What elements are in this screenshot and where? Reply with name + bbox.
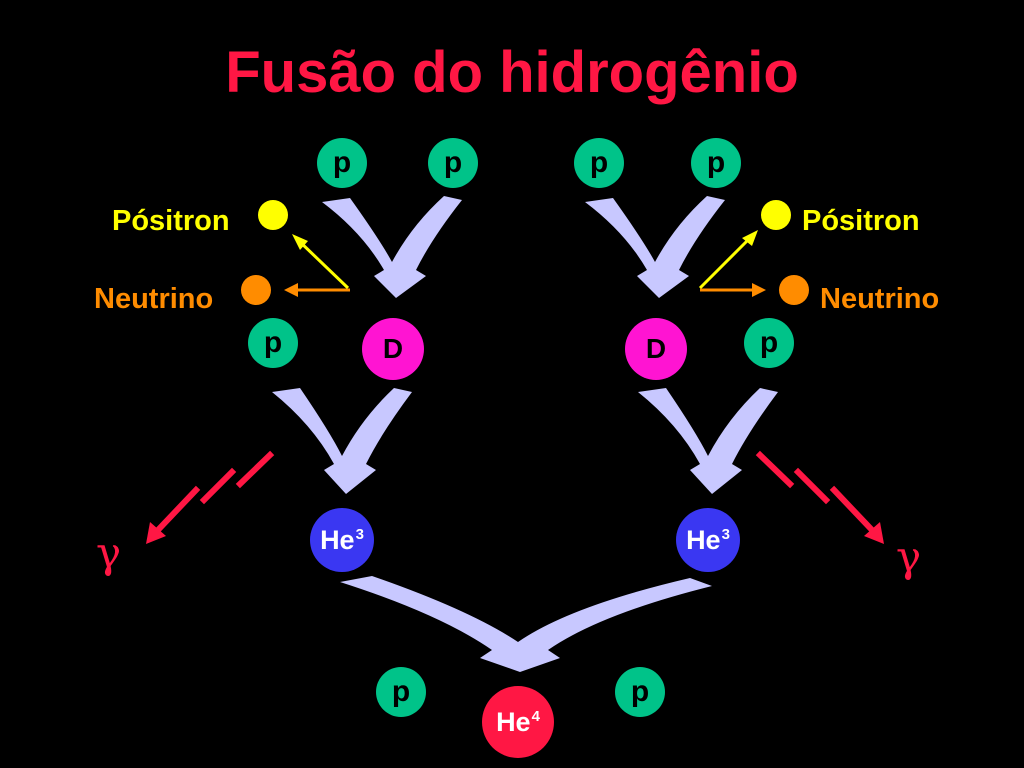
- emission-arrows: [284, 230, 766, 297]
- positron-emission-arrow-right: [698, 234, 754, 290]
- gamma-ray-left-seg1: [235, 450, 275, 489]
- positron-emission-arrow-left: [296, 238, 350, 290]
- gamma-ray-arrows: [146, 450, 884, 544]
- gamma-symbol-right: γ: [896, 532, 922, 581]
- gamma-ray-left-seg3: [153, 485, 201, 535]
- proton-mid-left: p: [248, 318, 298, 368]
- deuterium-left: D: [362, 318, 424, 380]
- neutrino-label-right: Neutrino: [820, 283, 940, 315]
- helium3-symbol: He: [686, 524, 721, 555]
- neutrino-label-left: Neutrino: [94, 283, 214, 315]
- proton-bottom-right: p: [615, 667, 665, 717]
- helium3-symbol: He: [320, 524, 355, 555]
- merge-arrow-bottom: [340, 576, 712, 672]
- page-title: Fusão do hidrogênio: [225, 40, 799, 105]
- helium4-mass-number: 4: [531, 707, 540, 725]
- gamma-ray-right-seg1: [755, 450, 795, 489]
- deuterium-right: D: [625, 318, 687, 380]
- neutrino-dot-left: [241, 275, 271, 305]
- gamma-ray-left-head: [146, 522, 166, 544]
- merge-arrow-top-right: [585, 196, 725, 298]
- positron-dot-right: [761, 200, 791, 230]
- gamma-ray-right-seg3: [829, 485, 877, 535]
- positron-label-left: Pósitron: [112, 205, 230, 237]
- positron-dot-left: [258, 200, 288, 230]
- gamma-ray-right-seg2: [793, 467, 831, 505]
- gamma-ray-right-head: [864, 522, 884, 544]
- proton-top-3: p: [574, 138, 624, 188]
- arrow-shapes: [272, 196, 778, 672]
- neutrino-dot-right: [779, 275, 809, 305]
- gamma-ray-left-seg2: [199, 467, 237, 505]
- helium3-mass-number: 3: [721, 525, 730, 543]
- proton-top-4: p: [691, 138, 741, 188]
- helium4-symbol: He: [496, 706, 531, 737]
- merge-arrow-mid-right: [638, 388, 778, 494]
- merge-arrow-top-left: [322, 196, 462, 298]
- positron-label-right: Pósitron: [802, 205, 920, 237]
- gamma-symbol-left: γ: [96, 528, 122, 577]
- proton-bottom-left: p: [376, 667, 426, 717]
- proton-top-1: p: [317, 138, 367, 188]
- proton-mid-right: p: [744, 318, 794, 368]
- helium3-mass-number: 3: [355, 525, 364, 543]
- proton-top-2: p: [428, 138, 478, 188]
- merge-arrow-mid-left: [272, 388, 412, 494]
